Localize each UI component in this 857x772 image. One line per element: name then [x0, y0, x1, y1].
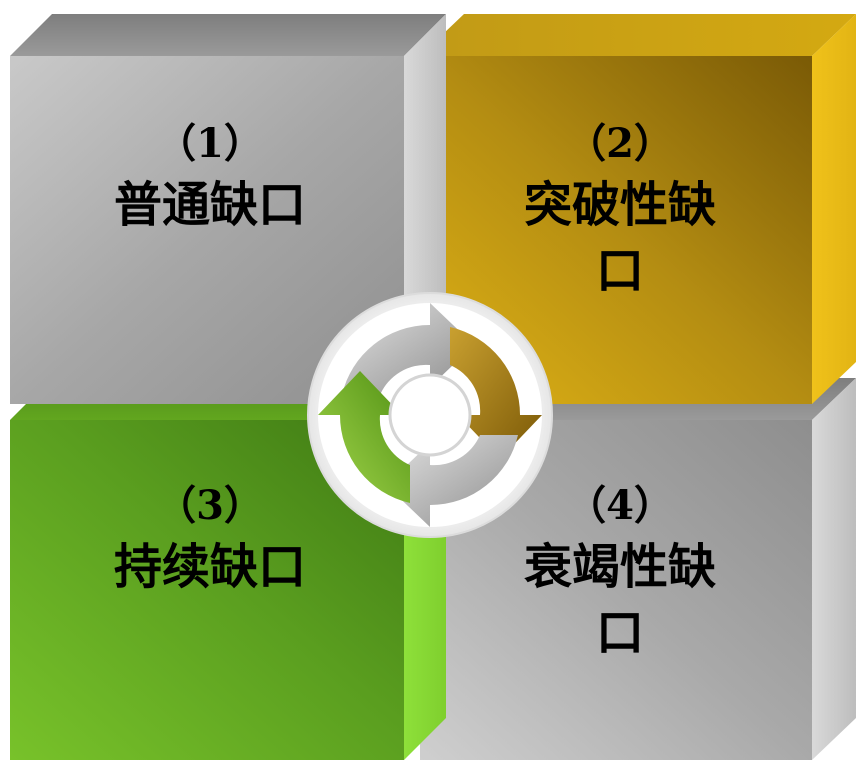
- quadrant-label-3: （3） 持续缺口: [20, 478, 400, 600]
- quadrant-number-1: （1）: [156, 120, 264, 167]
- quadrant-label-4: （4） 衰竭性缺口: [430, 478, 810, 666]
- quadrant-label-1: （1） 普通缺口: [20, 116, 400, 238]
- quadrant-title-2: 突破性缺口: [523, 177, 716, 299]
- quadrant-box-2: [420, 14, 856, 404]
- cycle-arrows-icon: [307, 292, 553, 538]
- quadrant-label-2: （2） 突破性缺口: [430, 116, 810, 304]
- quadrant-number-4: （4）: [566, 482, 674, 529]
- quadrant-number-3: （3）: [156, 482, 264, 529]
- quadrant-number-2: （2）: [566, 120, 674, 167]
- quadrant-title-3: 持续缺口: [113, 539, 306, 595]
- quadrant-title-4: 衰竭性缺口: [523, 539, 716, 661]
- quadrant-title-1: 普通缺口: [113, 177, 306, 233]
